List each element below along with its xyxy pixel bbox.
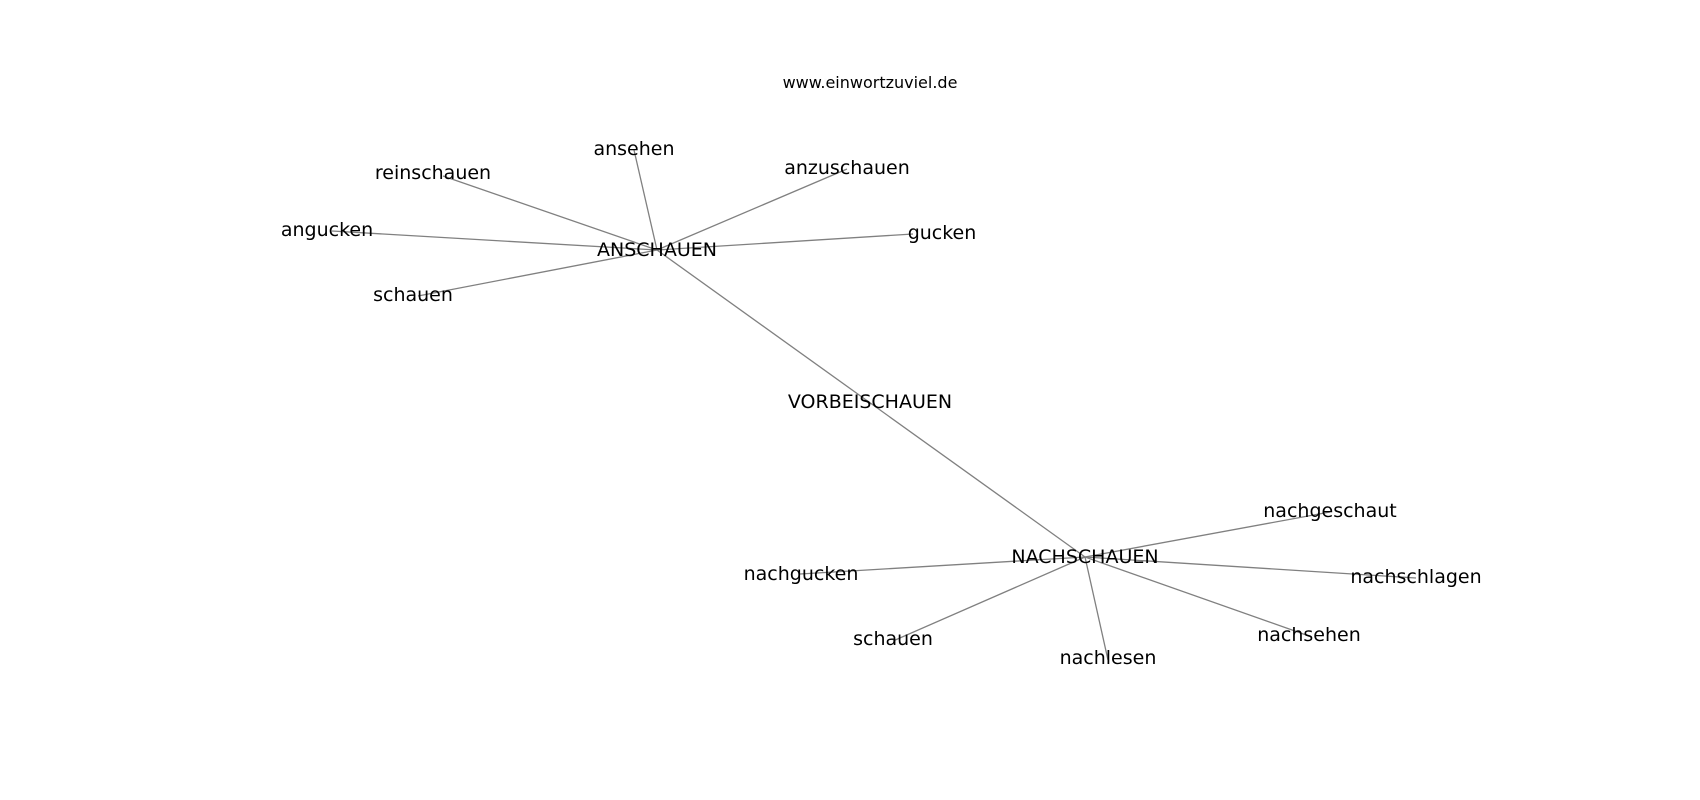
- node-nachsehen: nachsehen: [1257, 624, 1361, 646]
- edge-nachschauen-nachsehen: [1084, 556, 1310, 637]
- node-anzuschauen: anzuschauen: [784, 157, 910, 179]
- nodes-layer: VORBEISCHAUEN ANSCHAUEN NACHSCHAUEN anse…: [281, 138, 1482, 669]
- node-nachschlagen: nachschlagen: [1350, 566, 1481, 588]
- edge-anschauen-angucken: [331, 230, 658, 251]
- node-nachlesen: nachlesen: [1060, 647, 1157, 669]
- edge-nachschauen-nachlesen: [1084, 556, 1109, 661]
- node-nachgeschaut: nachgeschaut: [1263, 500, 1396, 522]
- site-url: www.einwortzuviel.de: [783, 73, 958, 92]
- edge-nachschauen-nachschlagen: [1084, 556, 1417, 579]
- edge-nachschauen-nachgeschaut: [1084, 511, 1331, 558]
- node-anschauen: ANSCHAUEN: [597, 239, 717, 261]
- edge-anschauen-ansehen: [633, 149, 658, 251]
- node-ansehen: ansehen: [593, 138, 674, 160]
- edge-anschauen-schauen_a: [417, 249, 658, 297]
- edge-nachschauen-schauen_n: [892, 556, 1086, 642]
- node-nachgucken: nachgucken: [744, 563, 859, 585]
- node-reinschauen: reinschauen: [375, 162, 491, 184]
- node-schauen-anschauen: schauen: [373, 284, 453, 306]
- edges-layer: [331, 149, 1417, 661]
- edge-nachschauen-nachgucken: [799, 556, 1086, 575]
- edge-anschauen-nachschauen: [656, 249, 1086, 558]
- node-vorbeischauen: VORBEISCHAUEN: [788, 391, 952, 413]
- edge-anschauen-anzuschauen: [656, 168, 848, 251]
- edge-anschauen-gucken: [656, 233, 914, 251]
- node-gucken: gucken: [908, 222, 977, 244]
- node-schauen-nachschauen: schauen: [853, 628, 933, 650]
- node-nachschauen: NACHSCHAUEN: [1011, 546, 1158, 568]
- edge-anschauen-reinschauen: [442, 175, 658, 251]
- node-angucken: angucken: [281, 219, 373, 241]
